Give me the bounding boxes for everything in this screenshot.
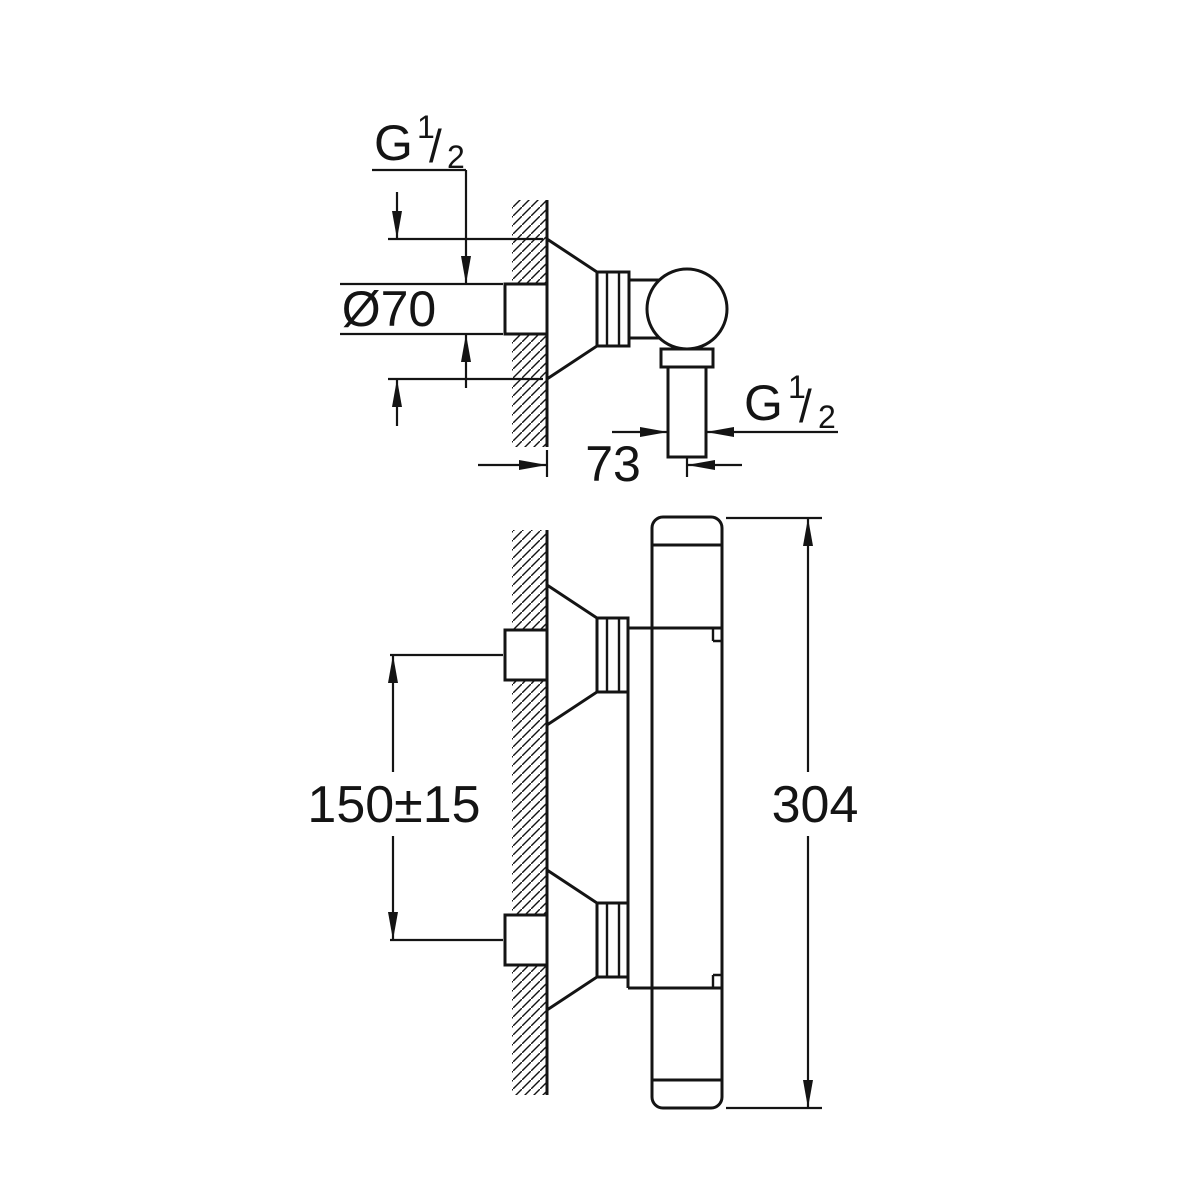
inlet-square-stub [503,282,549,336]
inlet-square-stub [503,913,549,967]
valve-body-circle [645,267,729,351]
union-nut-facets [605,618,621,692]
union-nut-facets [605,903,621,977]
escutcheon-cone [545,236,599,382]
outlet-pipe [666,365,708,459]
union-nut-facets [605,272,621,346]
escutcheon-cone [545,582,599,728]
dim-label-outlet-thread-prefix: G [744,375,783,431]
dim-label-outlet-thread-numerator: 1 [788,369,806,405]
dim-label-connection-distance: 150±15 [307,776,480,834]
front-view-group: 150±15 304 [307,515,859,1110]
escutcheon-cone [545,867,599,1013]
dim-label-inlet-thread-slash: / [429,120,442,172]
mixer-body-tube [650,515,724,1110]
union-nut [595,616,630,694]
dim-label-inlet-thread-numerator: 1 [417,109,435,145]
dim-label-inlet-thread-denominator: 2 [447,139,465,175]
dim-label-escutcheon-diameter: Ø70 [342,281,437,337]
top-view-group: G 1 / 2 Ø70 73 G 1 / 2 [340,109,838,492]
dim-label-outlet-thread-slash: / [799,380,812,432]
dim-label-total-height: 304 [772,776,859,834]
inlet-square-stub [503,628,549,682]
dim-label-outlet-thread-denominator: 2 [818,399,836,435]
outlet-shoulder [659,347,715,369]
union-nut [595,901,630,979]
dim-label-wall-to-outlet: 73 [585,436,641,492]
housing-step-notches [711,628,722,988]
dim-label-inlet-thread-prefix: G [374,115,413,171]
union-nut [595,270,631,348]
wall-hatch [512,530,547,1095]
